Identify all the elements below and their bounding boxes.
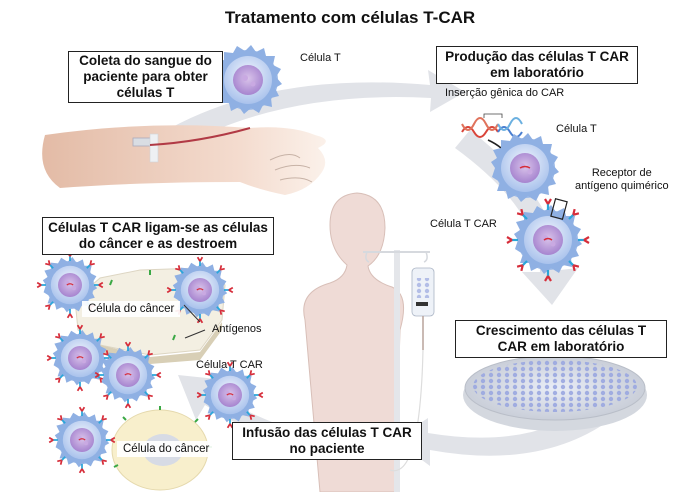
diagram-title: Tratamento com células T-CAR [224,8,476,27]
label-t-cell-top: Célula T [300,52,341,64]
label-car-receptor-line2: antígeno quimérico [575,180,669,192]
label-cancer-cell-1: Célula do câncer [82,301,181,317]
label-car-receptor-line1: Receptor de [591,167,652,179]
label-car-t-cell-body: Célula T CAR [196,359,263,371]
patient-silhouette [303,192,405,492]
label-antigens: Antígenos [212,323,262,335]
t-cell-lab [491,133,559,202]
step-growth-box: Crescimento das células T CAR em laborat… [455,320,667,358]
label-car-receptor: Receptor de antígeno quimérico [575,167,669,193]
label-cancer-cell-2: Célula do câncer [117,441,216,457]
label-gene-insertion: Inserção gênica do CAR [445,87,565,99]
patient-arm [42,125,326,195]
label-t-cell-lab: Célula T [556,123,597,135]
petri-dish [463,355,647,431]
arrow-collection-to-production [150,70,465,150]
step-infusion-box: Infusão das células T CAR no paciente [232,422,422,460]
label-car-t-cell-lab: Célula T CAR [430,218,497,230]
step-binding-box: Células T CAR ligam-se as células do cân… [42,217,274,255]
step-production-box: Produção das células T CAR em laboratóri… [436,46,638,84]
step-collection-box: Coleta do sangue do paciente para obter … [68,51,223,103]
dna-strand [461,113,523,138]
arrow-growth-to-infusion [395,405,610,466]
car-t-cell [49,407,115,473]
